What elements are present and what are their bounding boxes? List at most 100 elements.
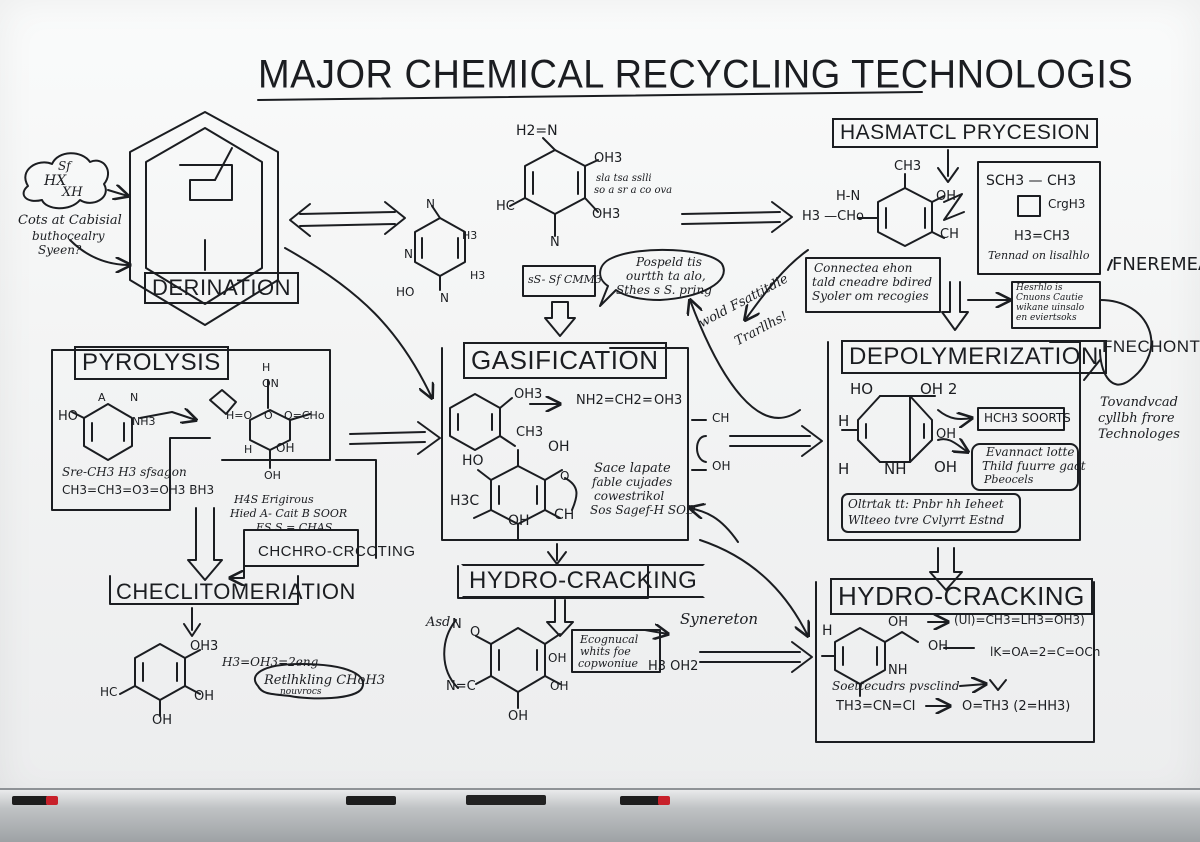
- top-mol-h2n: H2=N: [516, 123, 558, 139]
- gas-eq: =: [642, 393, 653, 408]
- pyridine-h3-2: H3: [470, 269, 486, 282]
- hc-note-3: copwoniue: [578, 657, 639, 670]
- gas-o: O: [560, 469, 570, 483]
- gas-note-3: cowestrikol: [594, 489, 665, 503]
- gas-note-2: fable cujades: [592, 475, 673, 489]
- fnechont-note-2: cyllbh frore: [1098, 411, 1175, 426]
- hcr-h: H: [822, 623, 833, 639]
- eraser[interactable]: [466, 795, 546, 805]
- depo-note-1: Evannact lotte: [986, 445, 1075, 459]
- gas-note-4: Sos Sagef-H SOD: [590, 503, 696, 517]
- derination-label: DERINATION: [144, 272, 300, 304]
- cots-note-2: buthocealry: [32, 229, 105, 243]
- hc-right-box: [815, 581, 1095, 743]
- pyro-oh-2: OH: [264, 469, 281, 482]
- gas-ch: CH: [554, 507, 575, 523]
- pyridine-ring: [414, 205, 466, 291]
- gas-nh2: NH2=CH2: [576, 393, 642, 408]
- top-ring: [509, 137, 599, 237]
- small-box-text: sS- Sf CMM3: [528, 273, 602, 286]
- hydro-cracking-right-label: HYDRO-CRACKING: [830, 578, 1093, 615]
- gas-oh-2: OH: [508, 513, 530, 529]
- hcr-eq-4: O=TH3 (2=HH3): [962, 699, 1071, 714]
- hesth-2: Cnuons Cautie: [1016, 293, 1084, 303]
- hasm-ch: CH: [940, 227, 959, 242]
- chec-box: [109, 575, 299, 605]
- pyro-h-2: H: [244, 443, 253, 456]
- depoly-box: [827, 341, 1081, 541]
- fneremea-label: FNEREMEA: [1112, 254, 1200, 275]
- hasm-tennad: Tennad on lisalhlo: [988, 249, 1090, 262]
- top-mol-oh3-1: OH3: [594, 151, 623, 166]
- pyro-note-3: ES S = CHAS: [256, 521, 333, 534]
- pyro-note-1: H4S Erigirous: [234, 493, 314, 506]
- whiteboard: [0, 0, 1200, 800]
- hasm-h3cho: H3 —CHo: [802, 209, 864, 224]
- title-underline: [257, 91, 923, 101]
- pyridine-h3-1: H3: [462, 229, 478, 242]
- hasmatcl-label: HASMATCL PRYCESION: [832, 118, 1099, 148]
- chochro-label: CHCHRO-CRCCTING: [258, 543, 416, 560]
- pyridine-n-bottom: N: [440, 291, 449, 305]
- diagram-drawing: [22, 91, 1153, 743]
- pyro-h: H: [262, 361, 271, 374]
- gas-oh: OH: [548, 439, 570, 455]
- top-mol-n: N: [550, 235, 560, 250]
- hc-oh-3: OH: [508, 709, 529, 724]
- hcr-eq-1: (Ul)=CH3=LH3=OH3): [954, 613, 1085, 627]
- black-marker[interactable]: [346, 796, 396, 805]
- page-title: MAJOR CHEMICAL RECYCLING TECHNOLOGIS: [258, 52, 1134, 98]
- chec-oh-2: OH: [152, 713, 173, 728]
- chec-eq: H3=OH3=2eng: [222, 655, 319, 669]
- hcr-eq-2: lK=OA=2=C=OCh: [990, 645, 1101, 659]
- checlitomeration-label: CHECLITOMERIATION: [116, 579, 356, 604]
- marker-tray: [0, 788, 1200, 842]
- red-marker[interactable]: [12, 796, 58, 805]
- top-mol-note-2: so a sr a co ova: [594, 185, 673, 196]
- depo-note-2: Thild fuurre gact: [982, 459, 1086, 473]
- depo-note-4: Oltrtak tt: Pnbr hh Ieheet: [848, 497, 1004, 511]
- depo-nh: NH: [884, 460, 907, 478]
- red-marker-2[interactable]: [620, 796, 670, 805]
- chec-hc: HC: [100, 685, 118, 699]
- depo-h-2: H: [838, 460, 850, 478]
- pyro-eq-1: Sre-CH3 H3 sfsagon: [62, 465, 187, 479]
- pyro-n: N: [130, 391, 139, 404]
- pyro-a: A: [98, 391, 106, 404]
- depo-oh2: OH 2: [920, 380, 958, 398]
- cots-note-1: Cots at Cabisial: [18, 213, 122, 228]
- gas-h3c: H3C: [450, 493, 480, 509]
- gas-side-oh: OH: [712, 459, 731, 473]
- gas-ho: HO: [462, 453, 484, 469]
- hesth-1: Hesrhlo is: [1016, 283, 1063, 293]
- pyro-on: ON: [262, 377, 279, 390]
- gas-side-ch: CH: [712, 411, 730, 425]
- hc-nc: N=C: [446, 679, 476, 694]
- hc-note-2: whits foe: [580, 645, 631, 658]
- depo-oh: OH: [936, 427, 957, 442]
- depo-hch3: HCH3 SOORTS: [984, 411, 1071, 425]
- hasmatcl-ring: [857, 173, 945, 247]
- hasm-h3ch3: H3=CH3: [1014, 229, 1071, 244]
- hasm-hn: H-N: [836, 189, 861, 204]
- top-mol-note-1: sla tsa sslli: [596, 173, 652, 184]
- hc-asd: Asd: [426, 615, 451, 630]
- pyrolysis-box: [51, 349, 331, 511]
- depolymerization-label: DEPOLYMERIZATION: [841, 340, 1107, 374]
- hcr-oh-2: OH: [928, 639, 949, 654]
- connecta-3: Syoler om recogies: [812, 289, 929, 303]
- hc-h3oh2: H3 OH2: [648, 659, 699, 674]
- hcr-note: Soettecudrs pvsclind: [832, 679, 960, 693]
- top-mol-oh3-2: OH3: [592, 207, 621, 222]
- cloud-note-3: XH: [62, 185, 83, 200]
- hc-o: O: [470, 625, 481, 640]
- chec-oh-1: OH: [194, 689, 215, 704]
- pyro-eq-2: CH3=CH3=O3=OH3 BH3: [62, 483, 215, 497]
- top-mol-hc: HC: [496, 199, 515, 214]
- hesth-4: en eviertsoks: [1016, 313, 1077, 323]
- pyridine-ho: HO: [396, 285, 415, 299]
- connecta-1: Connectea ehon: [814, 261, 913, 275]
- hesth-3: wikane uinsalo: [1016, 303, 1085, 313]
- speech-bubble: [599, 248, 725, 307]
- hcr-nh: NH: [888, 663, 908, 678]
